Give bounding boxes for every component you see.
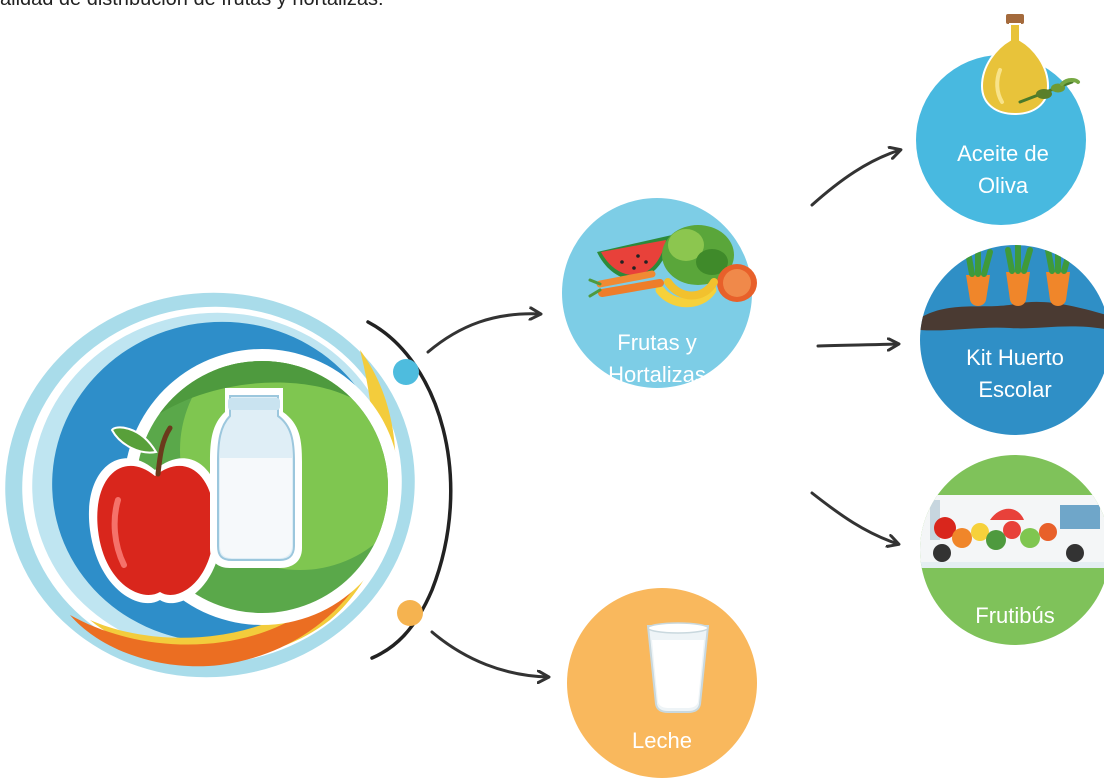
page-heading: alidad de distribución de frutas y horta… (0, 0, 384, 11)
node-huerto-label-1: Kit Huerto (966, 345, 1064, 370)
node-frutibus-label: Frutibús (975, 603, 1055, 628)
apple-icon (88, 425, 223, 604)
branch-dot-fruit (393, 359, 419, 385)
arrow-to-frutas (426, 314, 540, 354)
olive-oil-bottle-icon (980, 14, 1080, 116)
branch-dot-milk (397, 600, 423, 626)
node-huerto-label-2: Escolar (978, 376, 1052, 402)
node-huerto: Kit Huerto Escolar (920, 245, 1104, 435)
milk-bottle-icon (210, 388, 302, 568)
arrow-to-huerto (816, 344, 898, 346)
node-frutas: Frutas y Hortalizas (562, 198, 757, 388)
node-frutas-label-2: Hortalizas (608, 361, 706, 387)
milk-glass-icon (646, 622, 710, 713)
node-frutibus: Frutibús (920, 455, 1104, 645)
arrow-to-frutibus (810, 491, 898, 544)
node-aceite-label-1: Aceite de (957, 141, 1049, 166)
fruit-bus-icon (920, 495, 1104, 568)
logo-emblem (5, 292, 415, 678)
node-leche: Leche (567, 588, 757, 778)
node-aceite-label-2: Oliva (977, 172, 1029, 198)
node-leche-label: Leche (632, 728, 692, 753)
fruits-vegetables-icon (588, 225, 757, 308)
arrow-to-leche (430, 630, 548, 677)
node-aceite: Aceite de Oliva (916, 14, 1086, 225)
arrow-to-aceite (810, 150, 900, 207)
node-frutas-label-1: Frutas y (617, 330, 697, 355)
